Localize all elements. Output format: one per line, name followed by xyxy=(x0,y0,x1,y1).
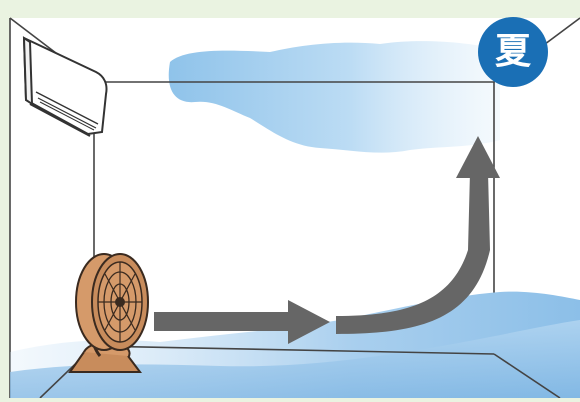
season-label: 夏 xyxy=(479,18,547,86)
